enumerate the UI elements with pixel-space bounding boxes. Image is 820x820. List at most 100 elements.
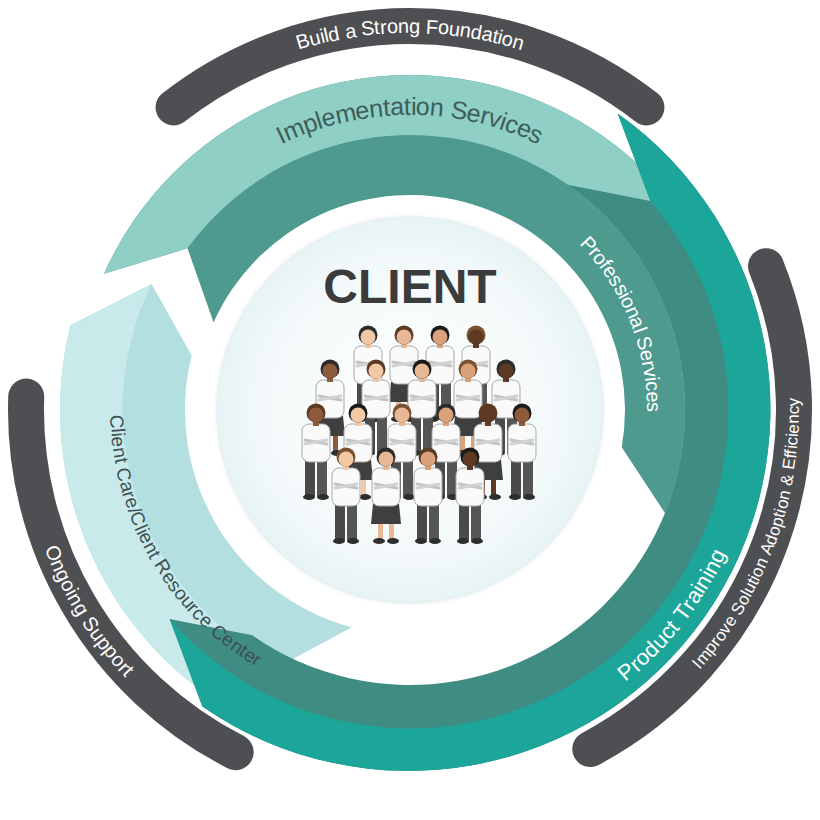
shoe [317, 494, 329, 500]
arms [495, 396, 517, 400]
arms [495, 396, 517, 400]
shoe [457, 538, 469, 544]
leg [333, 436, 338, 452]
shirt [332, 468, 360, 506]
shoe [471, 538, 483, 544]
hair [461, 448, 480, 467]
arms [411, 396, 433, 400]
hair [377, 448, 396, 467]
shoe [429, 538, 441, 544]
ring-segment: Ongoing Support [34, 533, 149, 691]
arms [477, 440, 499, 444]
arms [477, 440, 499, 444]
leg [361, 480, 366, 496]
shoe [403, 494, 415, 500]
hair [337, 448, 356, 467]
leg [417, 504, 427, 540]
face [415, 364, 430, 379]
hair [367, 360, 386, 379]
hair [479, 404, 498, 423]
shoe [489, 494, 501, 500]
shoe [509, 494, 521, 500]
arms [319, 396, 341, 400]
glyph: t [404, 91, 411, 121]
glyph: e [783, 423, 803, 433]
hair [513, 404, 532, 423]
face [463, 452, 478, 467]
leg [377, 416, 387, 452]
glyph: E [779, 457, 800, 471]
leg [523, 460, 533, 496]
arms [365, 396, 387, 400]
shoe [373, 538, 385, 544]
band-label: Improve Solution Adoption & Efficiency [680, 385, 811, 682]
face [421, 452, 436, 467]
face [351, 408, 366, 423]
shoe [303, 494, 315, 500]
leg [317, 460, 327, 496]
glyph: S [360, 16, 376, 41]
face [515, 408, 530, 423]
glyph: n [784, 414, 804, 424]
shirt [508, 424, 536, 462]
ring-label: Implementation Services [256, 81, 562, 160]
hair [459, 360, 478, 379]
glyph: o [386, 14, 398, 38]
ring-segment: Implementation Services [256, 81, 562, 160]
person-figure [302, 404, 330, 501]
arms [305, 440, 327, 444]
arms [391, 440, 413, 444]
person-figure [332, 448, 360, 545]
person-figure [414, 448, 442, 545]
arms [457, 396, 479, 400]
leg [511, 460, 521, 496]
person-figure [371, 448, 401, 545]
shirt [454, 380, 482, 418]
arms [375, 484, 397, 488]
skirt [371, 504, 401, 524]
arms [429, 362, 451, 366]
hair [393, 404, 412, 423]
shoe [523, 494, 535, 500]
leg [305, 460, 315, 496]
glyph: a [389, 91, 404, 122]
arms [347, 440, 369, 444]
arms [393, 362, 415, 366]
arms [457, 396, 479, 400]
shoe [387, 538, 399, 544]
leg [471, 504, 481, 540]
arms [393, 362, 415, 366]
glyph: n [398, 14, 410, 38]
shirt [372, 468, 400, 506]
hair [321, 360, 340, 379]
leg [459, 504, 469, 540]
arms [335, 484, 357, 488]
glyph: F [425, 14, 439, 39]
face [433, 330, 448, 345]
band-label: Ongoing Support [34, 533, 149, 691]
ring-label: Product Training [605, 534, 739, 694]
hair [419, 448, 438, 467]
leg [429, 504, 439, 540]
shirt [302, 424, 330, 462]
face [395, 408, 410, 423]
leg [347, 504, 357, 540]
face [397, 330, 412, 345]
glyph: n [429, 92, 446, 123]
shirt [414, 468, 442, 506]
face [439, 408, 454, 423]
face [323, 364, 338, 379]
arms [319, 396, 341, 400]
arms [417, 484, 439, 488]
band-label: Build a Strong Foundation [282, 6, 538, 62]
glyph: e [641, 391, 666, 403]
arms [335, 484, 357, 488]
support-band [26, 397, 236, 753]
client-title: CLIENT [218, 218, 602, 314]
leg [335, 504, 345, 540]
face [379, 452, 394, 467]
hair [359, 326, 378, 345]
glyph: o [416, 91, 431, 122]
arms [459, 484, 481, 488]
